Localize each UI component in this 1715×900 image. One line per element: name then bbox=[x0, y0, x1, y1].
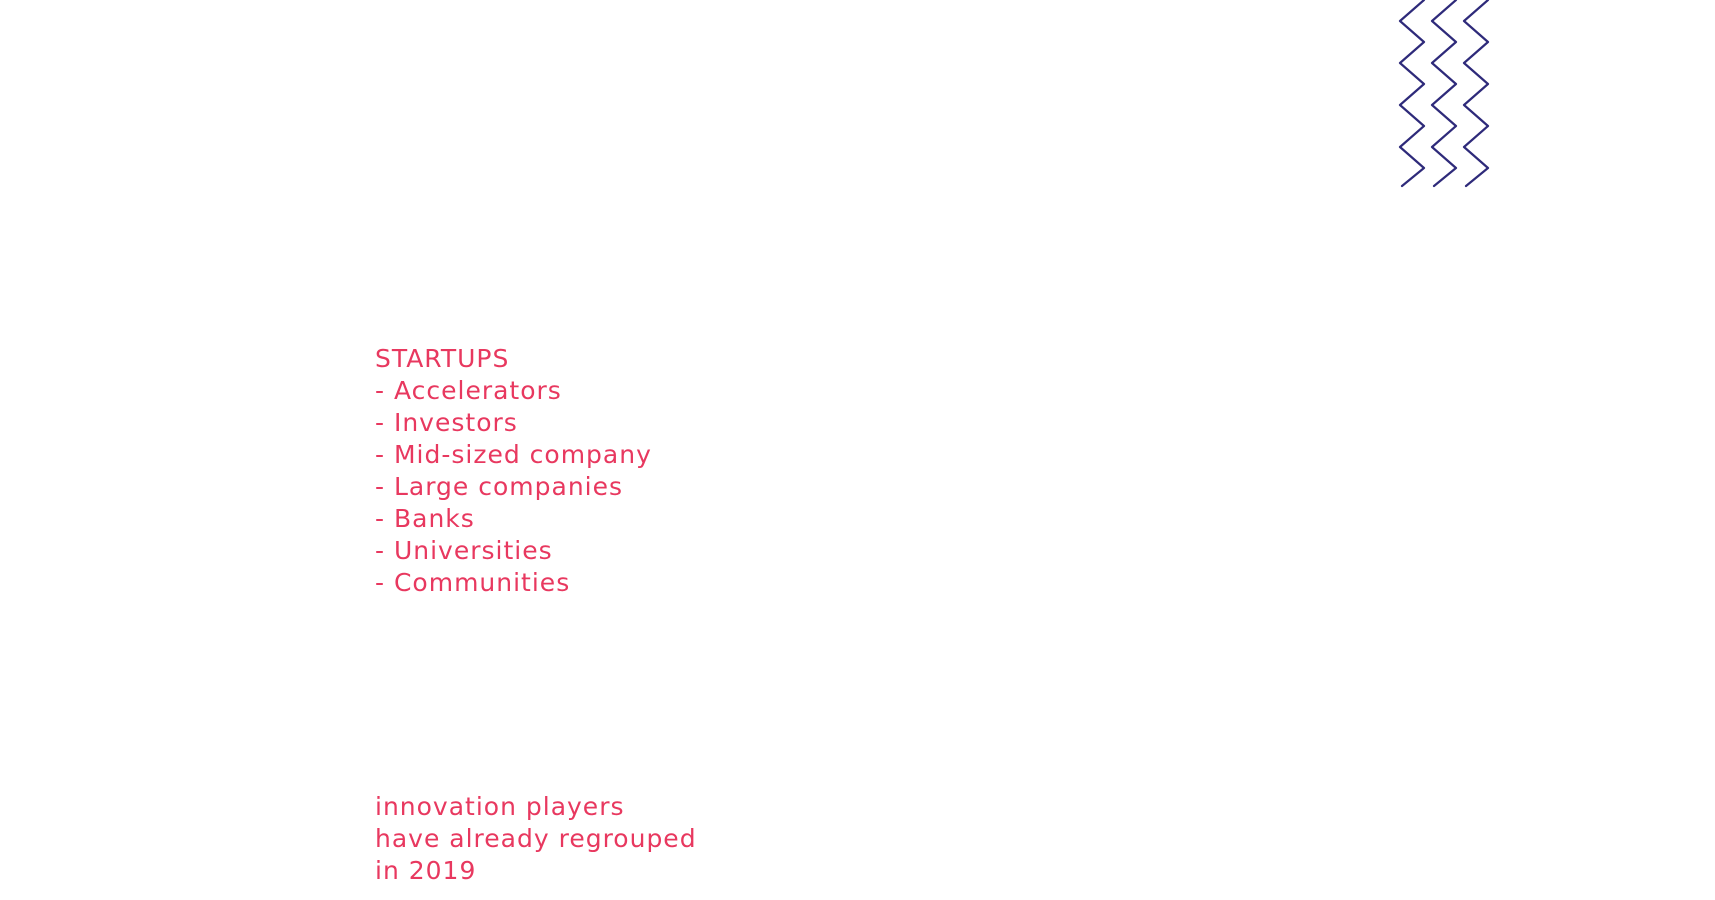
player-item-accelerators: - Accelerators bbox=[375, 376, 562, 405]
player-item-universities: - Universities bbox=[375, 536, 553, 565]
player-item-large-companies: - Large companies bbox=[375, 472, 624, 501]
zigzag-lines-icon bbox=[1398, 0, 1490, 188]
tagline: innovation players have already regroupe… bbox=[375, 791, 697, 887]
tagline-line-1: innovation players bbox=[375, 792, 625, 821]
player-item-banks: - Banks bbox=[375, 504, 475, 533]
innovation-players-list: STARTUPS - Accelerators - Investors - Mi… bbox=[375, 343, 652, 599]
tagline-line-3: in 2019 bbox=[375, 856, 477, 885]
player-item-communities: - Communities bbox=[375, 568, 571, 597]
tagline-line-2: have already regrouped bbox=[375, 824, 697, 853]
players-heading: STARTUPS bbox=[375, 344, 510, 373]
player-item-mid-sized-company: - Mid-sized company bbox=[375, 440, 652, 469]
player-item-investors: - Investors bbox=[375, 408, 518, 437]
